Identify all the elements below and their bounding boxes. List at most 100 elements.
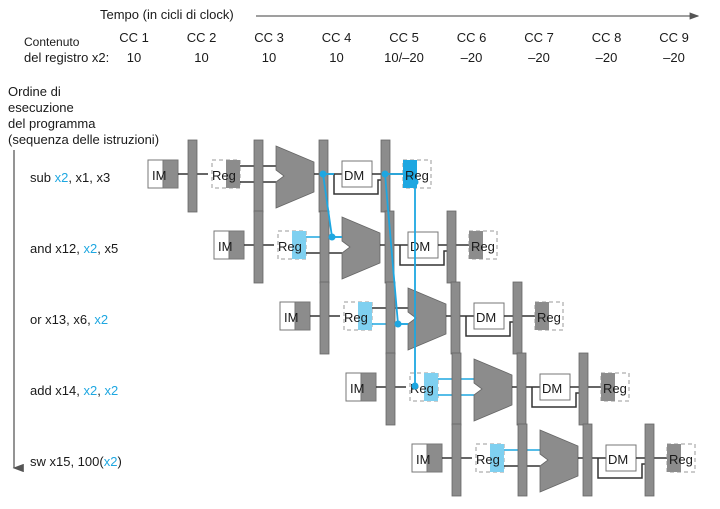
dm-label: DM <box>410 239 430 254</box>
reg-label: Reg <box>603 381 627 396</box>
register-x2-highlight: x2 <box>103 454 118 469</box>
register-file-read-half <box>226 160 240 188</box>
pipeline-register-if-id <box>385 352 396 426</box>
register-file-read-half <box>292 231 306 259</box>
data-memory <box>605 444 637 472</box>
pipeline-register-ex-mem <box>582 423 593 497</box>
x2-value: 10 <box>194 50 209 65</box>
clock-cycle-label: CC 9 <box>659 30 689 45</box>
x2-value: –20 <box>595 50 618 65</box>
instruction-label: or x13, x6, x2 <box>30 312 108 328</box>
program-order-line1: Ordine di <box>8 84 61 99</box>
register-file-write-half <box>601 373 615 401</box>
register-file-read-half <box>490 444 504 472</box>
pipeline-register-id-ex <box>451 352 462 426</box>
instruction-label: add x14, x2, x2 <box>30 383 118 399</box>
register-x2-highlight: x2 <box>54 170 69 185</box>
data-memory <box>473 302 505 330</box>
clock-cycle-label: CC 5 <box>389 30 419 45</box>
program-order-line4: (sequenza delle istruzioni) <box>8 132 160 147</box>
program-order-line3: del programma <box>8 116 96 131</box>
dm-label: DM <box>542 381 562 396</box>
im-label: IM <box>350 381 364 396</box>
register-file-write-half <box>469 231 483 259</box>
register-x2-highlight: x2 <box>94 312 109 327</box>
reg-label: Reg <box>471 239 495 254</box>
instruction-text: add x14, <box>30 383 84 398</box>
dm-label: DM <box>344 168 364 183</box>
register-label-line2: del registro x2: <box>24 50 110 65</box>
pipeline-register-if-id <box>451 423 462 497</box>
data-memory <box>341 160 373 188</box>
program-order-line2: esecuzione <box>8 100 74 115</box>
reg-label: Reg <box>537 310 561 325</box>
reg-label: Reg <box>476 452 500 467</box>
instruction-text: or x13, x6, <box>30 312 95 327</box>
im-label: IM <box>416 452 430 467</box>
clock-cycle-label: CC 7 <box>524 30 554 45</box>
instruction-text: , x1, x3 <box>68 170 111 185</box>
im-label: IM <box>284 310 298 325</box>
instruction-label: and x12, x2, x5 <box>30 241 118 257</box>
clock-cycle-label: CC 3 <box>254 30 284 45</box>
pipeline-row: IM Reg DM Reg <box>279 281 564 355</box>
instruction-text: and x12, <box>30 241 84 256</box>
x2-value: 10 <box>126 50 142 65</box>
pipeline-register-mem-wb <box>512 281 523 355</box>
mem-bypass-wire <box>531 387 582 408</box>
register-x2-highlight: x2 <box>83 383 98 398</box>
instruction-text: , <box>97 383 105 398</box>
register-x2-highlight: x2 <box>104 383 119 398</box>
mem-bypass-wire <box>399 245 450 266</box>
register-file-read-half <box>358 302 372 330</box>
pipeline-register-if-id <box>187 139 198 213</box>
pipeline-register-mem-wb <box>578 352 589 426</box>
dm-label: DM <box>476 310 496 325</box>
instruction-text: sub <box>30 170 55 185</box>
alu <box>341 216 381 280</box>
clock-cycle-label: CC 4 <box>321 30 352 45</box>
pipeline-register-mem-wb <box>446 210 457 284</box>
reg-label: Reg <box>344 310 368 325</box>
register-file-write-half <box>535 302 549 330</box>
mem-bypass-wire <box>465 316 516 337</box>
alu <box>539 429 579 493</box>
dependency-dot <box>411 178 419 186</box>
x2-value: 10/–20 <box>384 50 424 65</box>
reg-label: Reg <box>212 168 236 183</box>
pipeline-register-mem-wb <box>644 423 655 497</box>
reg-label: Reg <box>669 452 693 467</box>
instruction-text: , x5 <box>97 241 119 256</box>
mem-bypass-wire <box>333 174 384 195</box>
pipeline-register-id-ex <box>253 139 264 213</box>
data-memory <box>407 231 439 259</box>
x2-value: 10 <box>329 50 344 65</box>
pipeline-register-if-id <box>253 210 264 284</box>
clock-cycle-label: CC 1 <box>119 30 149 45</box>
register-label-line1: Contenuto <box>24 35 80 49</box>
data-memory <box>539 373 571 401</box>
time-axis-label: Tempo (in cicli di clock) <box>100 7 234 22</box>
instruction-label: sub x2, x1, x3 <box>30 170 110 186</box>
register-file-write-half <box>667 444 681 472</box>
pipeline-register-if-id <box>319 281 330 355</box>
x2-value: –20 <box>663 50 685 65</box>
register-file-read-half <box>424 373 438 401</box>
alu <box>275 145 315 209</box>
alu <box>473 358 513 422</box>
pipeline-register-id-ex <box>385 281 396 355</box>
clock-cycle-label: CC 8 <box>591 30 622 45</box>
instruction-text: ) <box>117 454 122 469</box>
clock-cycle-label: CC 6 <box>456 30 487 45</box>
mem-bypass-wire <box>597 458 648 479</box>
pipeline-register-id-ex <box>517 423 528 497</box>
dependency-dot <box>394 320 402 328</box>
pipeline-register-ex-mem <box>450 281 461 355</box>
instruction-label: sw x15, 100(x2) <box>30 454 122 470</box>
im-label: IM <box>152 168 166 183</box>
